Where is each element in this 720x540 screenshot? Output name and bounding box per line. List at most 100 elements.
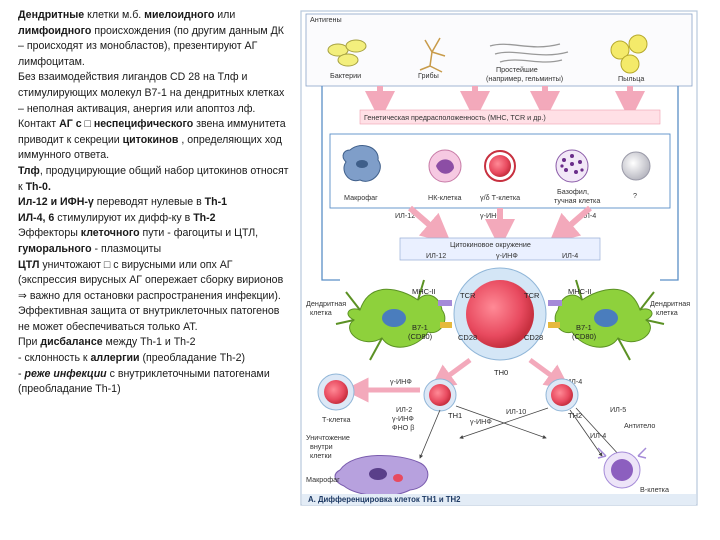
th1-tnf-label: ФНО β: [392, 423, 414, 432]
bold-span: реже инфекции: [24, 367, 107, 380]
text-span: происхождения (по другим данным ДК – про…: [18, 24, 284, 68]
text-span: с внутриклеточными патогенами (преоблада…: [18, 367, 270, 396]
bold-span: ЦТЛ: [18, 258, 40, 271]
bold-span: неспецифического: [90, 118, 194, 131]
text-span: между Th-1 и Th-2: [102, 336, 196, 349]
text-span: стимулируют их дифф-ку в: [54, 211, 194, 224]
antigen-arrows: [365, 86, 645, 121]
mhc-left-label: MHC-II: [412, 287, 436, 296]
cytokine-env-label: Цитокиновое окружение: [450, 240, 531, 249]
genetic-label: Генетическая предрасположенность (MHC, T…: [364, 113, 546, 122]
nk-cell-label: НК-клетка: [428, 193, 462, 202]
paragraph-protection: Эффективная защита от внутриклеточных па…: [18, 305, 280, 333]
basophil-icon: [555, 149, 589, 183]
pollen-label: Пыльца: [618, 74, 644, 83]
protozoa-note: (например, гельминты): [486, 74, 563, 83]
paragraph-effectors: Эффекторы клеточного пути - фагоциты и Ц…: [18, 226, 290, 257]
genetic-band: [359, 109, 661, 125]
mhc-right-label: MHC-II: [568, 287, 592, 296]
th0-label: TH0: [494, 368, 508, 377]
pollen-icon: [610, 34, 648, 74]
cd28-right-label: CD28: [524, 333, 543, 342]
bacteria-label: Бактерии: [330, 71, 361, 80]
cd80-left-label: (CD80): [408, 332, 433, 341]
text-span: При: [18, 336, 41, 349]
il4-right-label: ИЛ-4: [566, 377, 582, 386]
ifn-left-label: γ-ИНФ: [390, 377, 412, 386]
text-span: , определяющих ход иммунного ответа.: [18, 133, 282, 162]
text-span: с вирусными или опх АГ (экспрессия вирус…: [18, 258, 284, 302]
bold-span: аллергии: [90, 352, 140, 365]
text-span: - плазмоциты: [91, 242, 162, 255]
dendritic-right-label-2: клетка: [656, 308, 678, 317]
nk-cell-icon: [428, 149, 462, 183]
term-lymphoid: лимфоидного: [18, 24, 92, 37]
paragraph-imbalance: При дисбалансе между Th-1 и Th-2: [18, 335, 290, 351]
fungi-label: Грибы: [418, 71, 439, 80]
text-span: (преобладание Th-2): [139, 352, 246, 365]
unknown-cell-label: ?: [633, 191, 637, 200]
bold-span: Ил-12 и ИФН-γ: [18, 196, 94, 209]
paragraph-il12: Ил-12 и ИФН-γ переводят нулевые в Th-1: [18, 195, 290, 211]
antigens-box: [305, 13, 693, 87]
paragraph-contact: Контакт АГ с □ неспецифического звена им…: [18, 117, 290, 164]
b-cell-icon: [597, 447, 647, 489]
paragraph-il4: ИЛ-4, 6 стимулируют их дифф-ку в Th-2: [18, 211, 290, 227]
text-span: - склонность к: [18, 352, 91, 365]
paragraph-dendritic-origin: Дендритные клетки м.б. миелоидного или л…: [18, 8, 290, 70]
th1-label: TH1: [448, 411, 462, 420]
cytokine-environment-box: [399, 237, 601, 261]
destroy-label-2: внутри: [310, 442, 333, 451]
mast-cell-label: тучная клетка: [554, 196, 600, 205]
ifn-label: γ-ИНФ: [480, 211, 502, 220]
bold-span: клеточного: [80, 227, 140, 240]
dendritic-cell-left-icon: [335, 279, 446, 361]
b-cell-label: В-клетка: [640, 485, 669, 494]
env-ifn-label: γ-ИНФ: [496, 251, 518, 260]
bold-span: Th-2: [193, 211, 216, 224]
t-cell-label: Т-клетка: [322, 415, 351, 424]
il5-label: ИЛ-5: [610, 405, 626, 414]
text-span: Эффекторы: [18, 227, 81, 240]
text-span: пути - фагоциты и ЦТЛ,: [139, 227, 259, 240]
il4-b-label: ИЛ-4: [590, 431, 606, 440]
macrophage-label: Макрофаг: [344, 193, 378, 202]
bold-span: ИЛ-4, 6: [18, 211, 55, 224]
text-span: или: [214, 9, 236, 21]
bold-span: Th-1: [204, 196, 228, 209]
protozoa-label: Простейшие: [496, 65, 538, 74]
env-il4-label: ИЛ-4: [562, 251, 578, 260]
cytokine-arrows: [408, 205, 592, 249]
unknown-cell-icon: [621, 151, 651, 181]
paragraph-infections: - реже инфекции с внутриклеточными патог…: [18, 367, 290, 398]
basophil-label: Базофил,: [557, 187, 589, 196]
receptor-connectors: [438, 300, 562, 328]
antibody-label: Антитело: [624, 421, 655, 430]
b71-right-label: B7-1: [576, 323, 592, 332]
text-span: переводят нулевые в: [93, 196, 205, 209]
bold-span: цитокинов: [122, 133, 179, 146]
cross-inhibition-lines: [455, 405, 549, 439]
paragraph-ctl: ЦТЛ уничтожают □ с вирусными или опх АГ …: [18, 258, 290, 305]
dendritic-right-label-1: Дендритная: [650, 299, 690, 308]
th1-cell-icon: [423, 378, 457, 412]
env-il12-label: ИЛ-12: [426, 251, 446, 260]
blue-side-lines: [321, 86, 679, 281]
bacteria-icon: [327, 39, 367, 67]
paragraph-ligands: Без взаимодействия лигандов CD 28 на Тлф…: [18, 71, 285, 115]
cd80-right-label: (CD80): [572, 332, 597, 341]
th0-cell-icon: [453, 267, 547, 361]
term-myeloid: миелоидного: [144, 9, 215, 21]
th1-il2-label: ИЛ-2: [396, 405, 412, 414]
cross-il10-label: ИЛ-10: [506, 407, 526, 416]
checkbox-symbol-icon: □: [103, 258, 111, 271]
text-span: звена иммунитета приводит к секреции: [18, 118, 286, 146]
th-differentiation-diagram: Антигены Бактерии Грибы Простейшие (напр…: [300, 10, 698, 506]
bottom-macrophage-icon: [334, 455, 429, 497]
th2-cell-icon: [545, 378, 579, 412]
bold-span: гуморального: [18, 242, 92, 255]
gd-t-cell-label: γ/δ Т-клетка: [480, 193, 520, 202]
gd-t-cell-icon: [484, 150, 516, 182]
term-dendritic: Дендритные: [18, 9, 85, 21]
text-panel: Дендритные клетки м.б. миелоидного или л…: [18, 8, 290, 398]
